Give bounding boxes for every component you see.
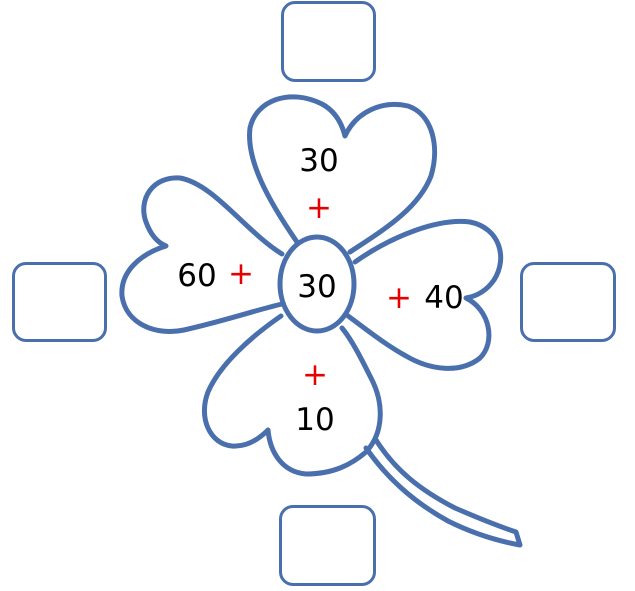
center-value: 30	[297, 269, 336, 305]
petal-bottom-operator: +	[302, 357, 328, 393]
petal-left-operator: +	[228, 256, 254, 292]
petal-left	[122, 178, 282, 332]
petal-right-value: 40	[424, 280, 463, 316]
petal-top	[250, 97, 435, 252]
answer-box-left[interactable]	[12, 262, 107, 342]
petal-bottom-value: 10	[295, 402, 334, 438]
petal-right-operator: +	[386, 280, 412, 316]
petal-top-operator: +	[306, 190, 332, 226]
answer-box-top[interactable]	[281, 1, 376, 82]
answer-box-bottom[interactable]	[279, 505, 376, 586]
petal-left-value: 60	[177, 258, 216, 294]
petal-bottom	[204, 316, 380, 474]
clover-stem	[366, 440, 520, 545]
petal-top-value: 30	[299, 143, 338, 179]
answer-box-right[interactable]	[520, 262, 616, 342]
